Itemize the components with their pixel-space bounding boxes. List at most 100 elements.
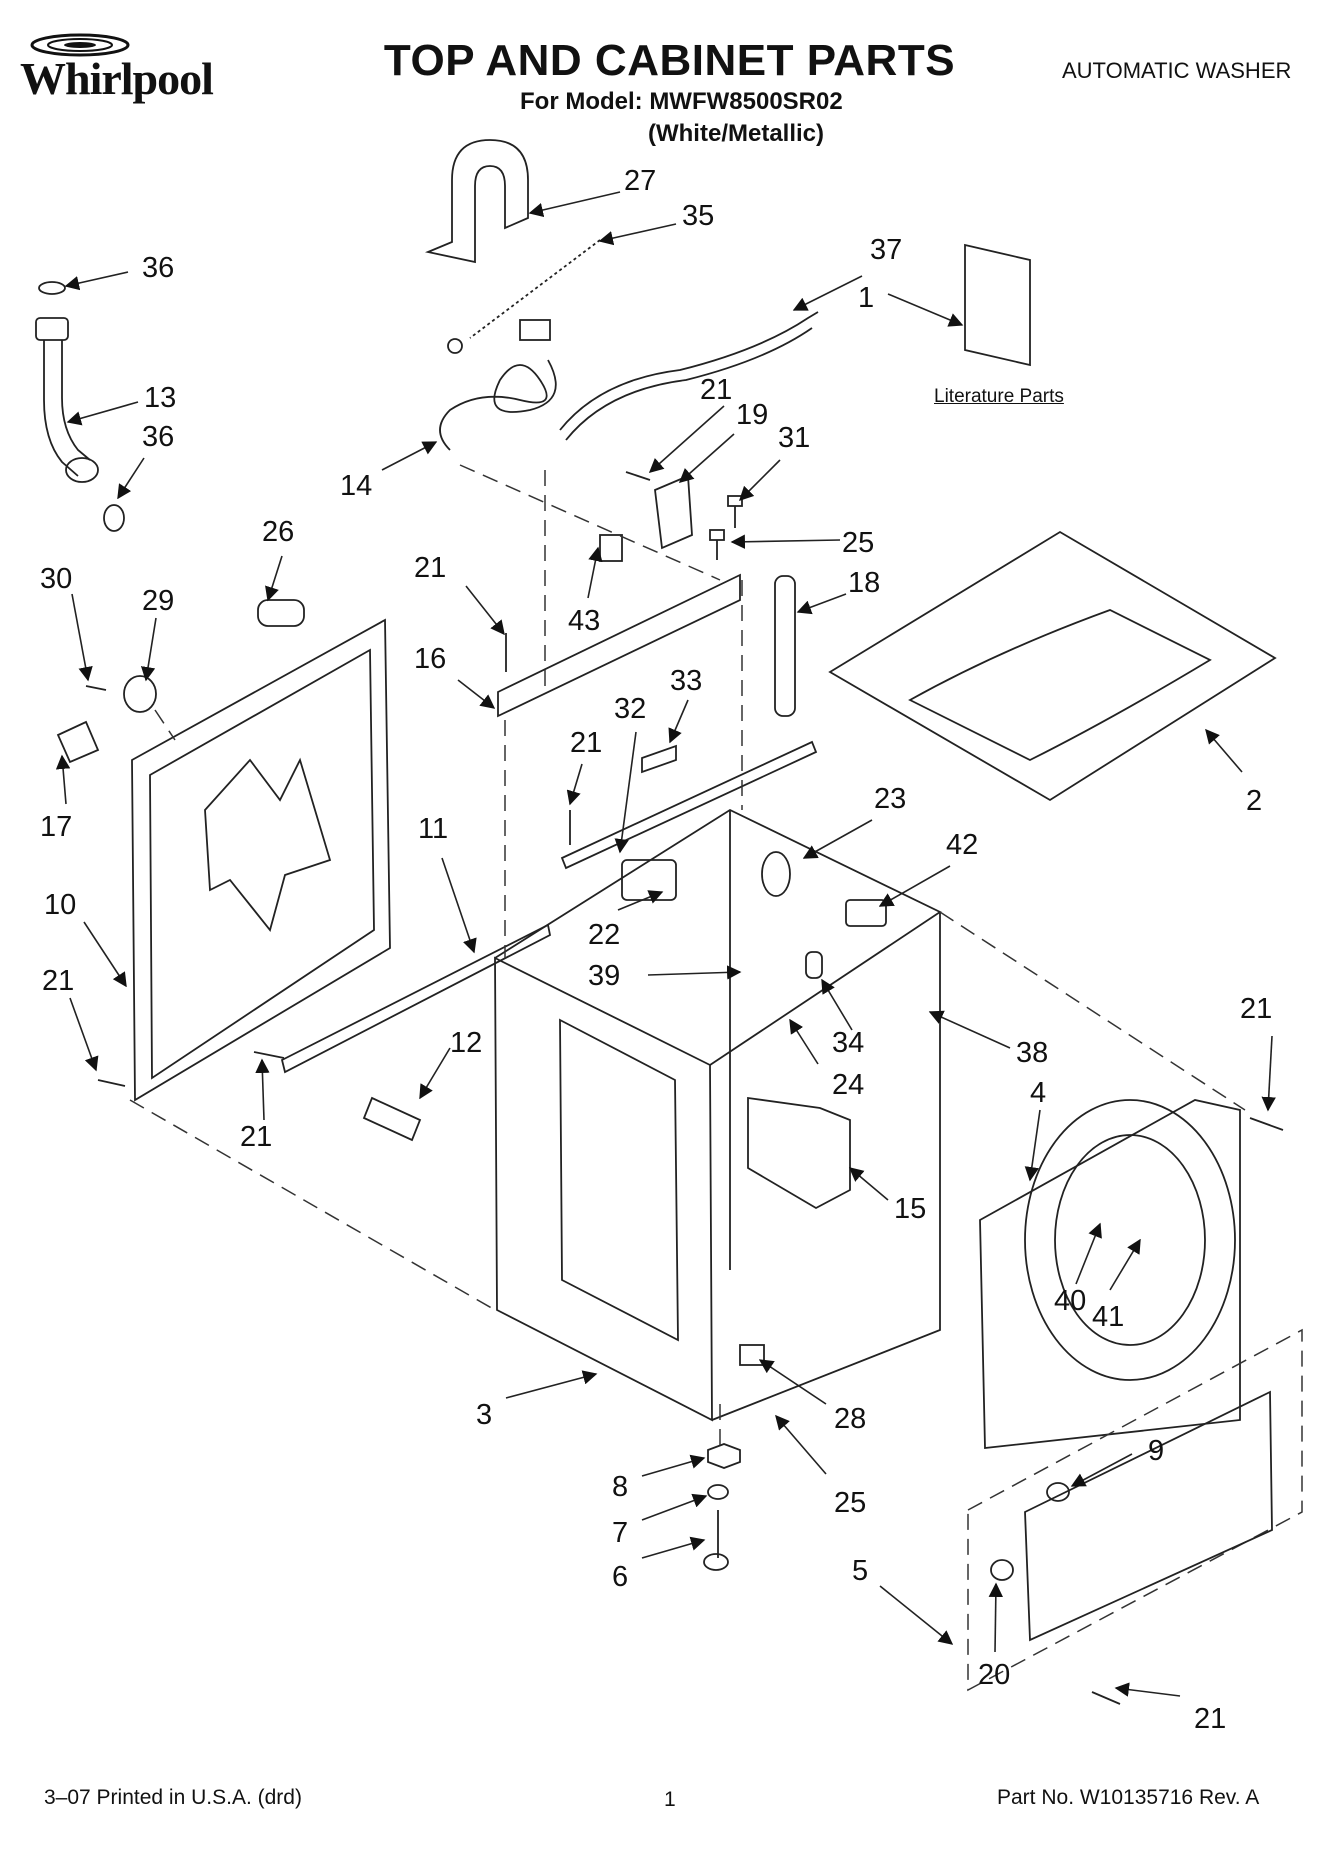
part-22-switch	[621, 859, 677, 901]
part-11-side-rail	[280, 923, 552, 1074]
part-37-wire-harness	[559, 311, 819, 441]
part-7-washer	[707, 1484, 729, 1500]
part-27-bracket	[424, 139, 529, 264]
callout-21-rail-bottom: 21	[240, 1121, 272, 1153]
callout-28: 28	[834, 1403, 866, 1435]
callout-18: 18	[848, 567, 880, 599]
assembly-lines	[129, 464, 1246, 1450]
callout-31: 31	[778, 422, 810, 454]
part-5-kickplate	[1024, 1390, 1273, 1642]
part-17-bracket	[56, 720, 100, 764]
callout-26: 26	[262, 516, 294, 548]
callout-35: 35	[682, 200, 714, 232]
callout-39: 39	[588, 960, 620, 992]
part-16-top-rail	[497, 573, 741, 718]
callout-32: 32	[614, 693, 646, 725]
callout-21-bottom: 21	[1194, 1703, 1226, 1735]
callout-34: 34	[832, 1027, 864, 1059]
callout-38: 38	[1016, 1037, 1048, 1069]
brand-logo: Whirlpool	[20, 53, 214, 104]
callout-14: 14	[340, 470, 372, 502]
part-32-strip	[560, 740, 818, 870]
callout-12: 12	[450, 1027, 482, 1059]
callout-24: 24	[832, 1069, 864, 1101]
callout-33: 33	[670, 665, 702, 697]
model-variant: (White/Metallic)	[648, 120, 825, 147]
part-15-control-module	[747, 1096, 851, 1210]
callout-15: 15	[894, 1193, 926, 1225]
footer-part-number: Part No. W10135716 Rev. A	[997, 1786, 1260, 1809]
part-14-power-cord	[439, 319, 557, 451]
callout-labels: 27 35 36 37 1 13 36 21 19 31 14 26 25 30…	[40, 165, 1272, 1735]
callout-11: 11	[418, 813, 448, 845]
page-title: TOP AND CABINET PARTS	[383, 36, 956, 85]
part-5-kickplate-box	[967, 1328, 1303, 1692]
part-20-clip	[990, 1559, 1014, 1581]
callout-9: 9	[1148, 1435, 1164, 1467]
part-28-bracket	[739, 1344, 765, 1366]
part-36-washer-top	[38, 281, 66, 295]
callout-36: 36	[142, 421, 174, 453]
part-13-inlet-hose	[35, 317, 99, 483]
callout-22: 22	[588, 919, 620, 951]
callout-19: 19	[736, 399, 768, 431]
part-1-literature	[964, 243, 1031, 367]
part-6-leveling-leg	[703, 1510, 729, 1571]
whirlpool-logo-swoosh-icon	[30, 33, 130, 57]
callout-23: 23	[874, 783, 906, 815]
callout-21-left: 21	[42, 965, 74, 997]
callout-21-right: 21	[1240, 993, 1272, 1025]
product-type: AUTOMATIC WASHER	[1062, 58, 1292, 83]
part-26-grommet	[257, 599, 305, 627]
part-18-drain-hose	[774, 575, 796, 717]
callout-5: 5	[852, 1555, 868, 1587]
footer-print-info: 3–07 Printed in U.S.A. (drd)	[44, 1786, 302, 1809]
part-12-damper	[362, 1096, 422, 1142]
callout-7: 7	[612, 1517, 628, 1549]
callout-30: 30	[40, 563, 72, 595]
footer-page-number: 1	[664, 1788, 676, 1811]
callout-2: 2	[1246, 785, 1262, 817]
callout-21-upper: 21	[700, 374, 732, 406]
callout-36-top: 36	[142, 252, 174, 284]
part-30-screw	[85, 685, 107, 691]
literature-parts-label: Literature Parts	[934, 386, 1064, 407]
callout-25-lower: 25	[834, 1487, 866, 1519]
callout-37: 37	[870, 234, 902, 266]
callout-16: 16	[414, 643, 446, 675]
callout-10: 10	[44, 889, 76, 921]
callout-4: 4	[1030, 1077, 1046, 1109]
part-43-clip	[599, 534, 623, 562]
part-31-screw	[727, 495, 743, 528]
part-23-grommet	[761, 851, 791, 897]
part-10-rear-panel	[131, 618, 391, 1102]
screw-21-locations	[97, 471, 1284, 1705]
callout-21-mid: 21	[570, 727, 602, 759]
part-42-clip	[845, 899, 887, 927]
callout-13: 13	[144, 382, 176, 414]
part-25-screw-top	[709, 529, 725, 560]
callout-3: 3	[476, 1399, 492, 1431]
part-35-wire-tie	[447, 239, 601, 354]
callout-21-rail: 21	[414, 552, 446, 584]
part-19-bracket	[654, 474, 693, 550]
callout-6: 6	[612, 1561, 628, 1593]
part-29-clamp	[123, 675, 157, 713]
callout-40: 40	[1054, 1285, 1086, 1317]
callout-17: 17	[40, 811, 72, 843]
callout-42: 42	[946, 829, 978, 861]
part-8-nut	[707, 1443, 741, 1469]
callout-8: 8	[612, 1471, 628, 1503]
callout-1: 1	[858, 282, 874, 314]
leader-arrows	[55, 191, 1276, 1697]
part-3-cabinet	[494, 808, 942, 1422]
callout-20: 20	[978, 1659, 1010, 1691]
part-33-clip	[641, 744, 677, 774]
callout-43: 43	[568, 605, 600, 637]
model-line: For Model: MWFW8500SR02	[520, 88, 843, 115]
callout-29: 29	[142, 585, 174, 617]
part-9-clip	[1046, 1482, 1070, 1502]
part-2-top-panel	[828, 530, 1277, 802]
part-36-washer	[103, 504, 125, 532]
